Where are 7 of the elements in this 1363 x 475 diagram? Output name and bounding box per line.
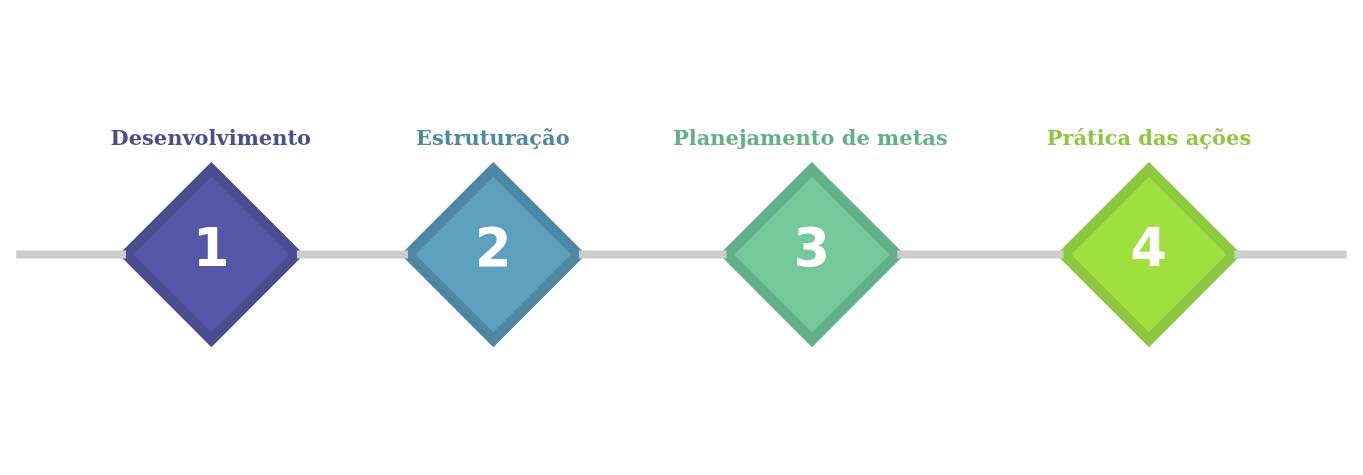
connector [296, 250, 409, 259]
connector [897, 250, 1064, 259]
node-label: Prática das ações [1046, 125, 1252, 151]
node-label: Planejamento de metas [672, 125, 948, 151]
node-label: Estruturação [415, 125, 570, 151]
node-label: Desenvolvimento [110, 125, 312, 151]
connector [578, 250, 727, 259]
